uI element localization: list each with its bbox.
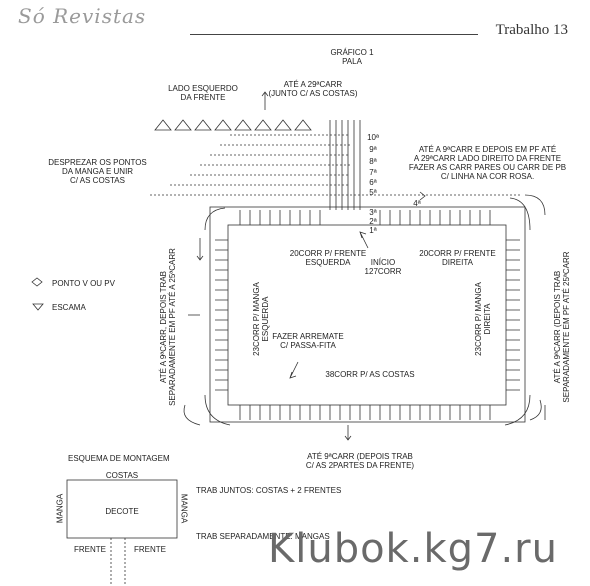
- start-label: INÍCIO 127CORR: [364, 258, 402, 276]
- shell-stitch: [174, 119, 192, 131]
- row-number: 3ª: [369, 208, 377, 217]
- row-number: 5ª: [369, 188, 377, 197]
- arrow-start: [359, 231, 369, 249]
- row-number: 1ª: [369, 226, 377, 235]
- arrow-right-side: [524, 194, 546, 216]
- assembly-sleeve-right: MANGA: [179, 493, 189, 524]
- assembly-sleeve-left: MANGA: [55, 493, 65, 524]
- v-stitch-icon: [31, 277, 43, 287]
- shell-icon: [32, 303, 44, 311]
- legend-v-stitch: PONTO V OU PV: [52, 279, 115, 288]
- left-front-count: 20CORR P/ FRENTE ESQUERDA: [289, 249, 367, 267]
- top-row-columns: [239, 210, 491, 225]
- assembly-front-right: FRENTE: [134, 545, 166, 554]
- top-columns: [329, 120, 361, 210]
- bottom-columns: [239, 405, 491, 420]
- left-side-note: ATÉ A 9ªCARR, DEPOIS TRAB SEPARADAMENTE …: [159, 248, 177, 406]
- shell-stitch: [254, 119, 272, 131]
- assembly-joined: TRAB JUNTOS: COSTAS + 2 FRENTES: [196, 486, 342, 495]
- arrow-leftcurve: [183, 404, 201, 426]
- left-sleeve-label: 23CORR P/ MANGA ESQUERDA: [252, 282, 270, 356]
- left-hatch: [215, 239, 228, 391]
- assembly-neck: DECOTE: [105, 507, 139, 516]
- corner-arc-tr: [509, 197, 531, 231]
- magazine-logo: Só Revistas: [18, 4, 147, 28]
- top-rows: [150, 134, 520, 196]
- yoke-inner-border: [227, 224, 507, 406]
- corner-arc-tl: [204, 207, 226, 231]
- row-number: 4ª: [413, 199, 421, 208]
- row-number: 8ª: [369, 157, 377, 166]
- row-number: 10ª: [367, 133, 379, 142]
- assembly-title: ESQUEMA DE MONTAGEM: [68, 454, 170, 463]
- arrow-down-bottom: [344, 425, 352, 441]
- assembly-back: COSTAS: [105, 471, 139, 480]
- row-number: 6ª: [369, 178, 377, 187]
- arrow-finish: [289, 361, 299, 379]
- row-number: 7ª: [369, 168, 377, 177]
- chart-title: GRÁFICO 1 PALA: [330, 48, 374, 66]
- legend-shell: ESCAMA: [52, 303, 86, 312]
- right-front-count: 20CORR P/ FRENTE DIREITA: [419, 249, 496, 267]
- shell-stitch: [234, 119, 252, 131]
- corner-arc-bl: [204, 394, 231, 426]
- shell-row: [154, 119, 312, 131]
- finish-note: FAZER ARREMATE C/ PASSA-FITA: [272, 332, 344, 350]
- shell-stitch: [274, 119, 292, 131]
- back-count: 38CORR P/ AS COSTAS: [325, 370, 415, 379]
- arrow-right-curve: [529, 399, 542, 421]
- assembly-separate: TRAB SEPARADAMENTE: MANGAS: [196, 532, 330, 541]
- left-front-label: LADO ESQUERDO DA FRENTE: [168, 84, 238, 102]
- bottom-note: ATÉ 9ªCARR (DEPOIS TRAB C/ AS 2PARTES DA…: [305, 452, 415, 470]
- right-sleeve-label: 23CORR P/ MANGA DIREITA: [474, 282, 492, 356]
- page-title: Trabalho 13: [495, 22, 568, 38]
- assembly-body: [66, 479, 178, 539]
- watermark: Klubok.kg7.ru: [268, 526, 558, 572]
- arrow-top: [261, 91, 269, 110]
- shell-stitch: [294, 119, 312, 131]
- header-rule: [190, 34, 478, 35]
- right-note: ATÉ A 9ªCARR E DEPOIS EM PF ATÉ A 29ªCAR…: [408, 145, 567, 181]
- arrow-chevron: [419, 191, 426, 201]
- assembly-front-lines: [110, 538, 126, 586]
- right-hatch: [506, 239, 520, 391]
- shell-stitch: [154, 119, 172, 131]
- right-side-note: ATÉ A 9ªCARR (DEPOIS TRAB SEPARADAMENTE …: [553, 251, 571, 403]
- shell-stitch: [194, 119, 212, 131]
- shell-stitch: [214, 119, 232, 131]
- drop-sleeve-note: DESPREZAR OS PONTOS DA MANGA E UNIR C/ A…: [48, 158, 147, 185]
- row-number: 2ª: [369, 217, 377, 226]
- arrow-left: [196, 238, 204, 261]
- yoke-outer-border: [209, 206, 526, 423]
- assembly-front-left: FRENTE: [74, 545, 106, 554]
- row-number: 9ª: [369, 145, 377, 154]
- top-note: ATÉ A 29ªCARR (JUNTO C/ AS COSTAS): [268, 80, 358, 98]
- corner-arc-br: [504, 394, 531, 426]
